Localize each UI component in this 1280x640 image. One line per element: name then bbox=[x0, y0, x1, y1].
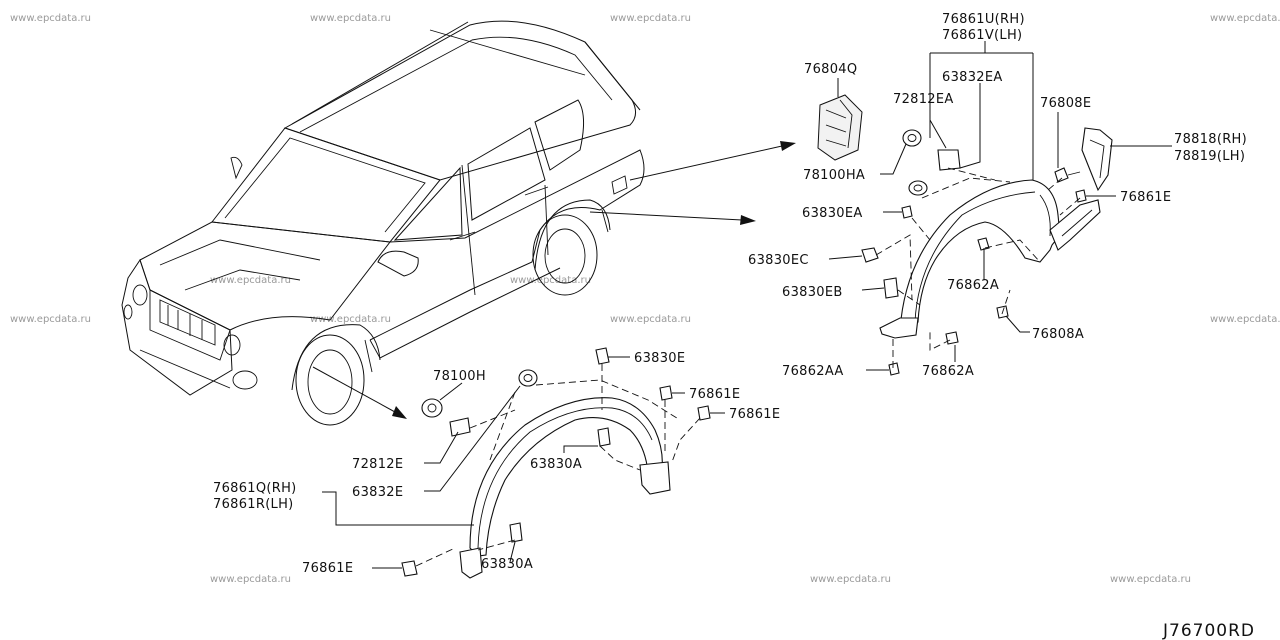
label-76861e-bottom: 76861E bbox=[302, 561, 353, 576]
vehicle-illustration bbox=[121, 20, 645, 426]
label-76861e-front-1: 76861E bbox=[689, 387, 740, 402]
label-63830ec: 63830EC bbox=[748, 253, 809, 268]
label-78819-lh: 78819(LH) bbox=[1174, 149, 1245, 164]
label-63830a-bottom: 63830A bbox=[481, 557, 533, 572]
watermark: www.epcdata.ru bbox=[510, 275, 591, 286]
part-number-labels: 76861U(RH) 76861V(LH) 76804Q 63832EA 728… bbox=[213, 12, 1247, 576]
watermark: www.epcdata.ru bbox=[210, 275, 291, 286]
watermark: www.epcdata.ru bbox=[1210, 314, 1280, 325]
front-fender-assembly bbox=[401, 347, 711, 579]
label-63830e: 63830E bbox=[634, 351, 685, 366]
label-76808e: 76808E bbox=[1040, 96, 1091, 111]
label-76861r-lh: 76861R(LH) bbox=[213, 497, 294, 512]
label-76861u-rh: 76861U(RH) bbox=[942, 12, 1025, 27]
label-76808a: 76808A bbox=[1032, 327, 1084, 342]
label-78100ha: 78100HA bbox=[803, 168, 865, 183]
label-76861e-top: 76861E bbox=[1120, 190, 1171, 205]
leader-lines bbox=[322, 41, 1172, 569]
watermark-layer: www.epcdata.ru www.epcdata.ru www.epcdat… bbox=[10, 13, 1280, 585]
watermark: www.epcdata.ru bbox=[1110, 574, 1191, 585]
watermark: www.epcdata.ru bbox=[210, 574, 291, 585]
watermark: www.epcdata.ru bbox=[310, 13, 391, 24]
label-76861v-lh: 76861V(LH) bbox=[942, 28, 1022, 43]
label-72812e: 72812E bbox=[352, 457, 403, 472]
label-63830eb: 63830EB bbox=[782, 285, 843, 300]
rear-fender-assembly bbox=[817, 94, 1113, 376]
label-78818-rh: 78818(RH) bbox=[1174, 132, 1247, 147]
watermark: www.epcdata.ru bbox=[610, 314, 691, 325]
diagram-code: J76700RD bbox=[1162, 621, 1255, 640]
label-76861e-front-2: 76861E bbox=[729, 407, 780, 422]
label-63830ea: 63830EA bbox=[802, 206, 863, 221]
label-76861q-rh: 76861Q(RH) bbox=[213, 481, 297, 496]
watermark: www.epcdata.ru bbox=[610, 13, 691, 24]
label-63832e: 63832E bbox=[352, 485, 403, 500]
label-72812ea: 72812EA bbox=[893, 92, 954, 107]
label-76804q: 76804Q bbox=[804, 62, 857, 77]
watermark: www.epcdata.ru bbox=[10, 314, 91, 325]
label-76862a-bottom: 76862A bbox=[922, 364, 974, 379]
watermark: www.epcdata.ru bbox=[810, 574, 891, 585]
label-63830a-mid: 63830A bbox=[530, 457, 582, 472]
watermark: www.epcdata.ru bbox=[10, 13, 91, 24]
pointer-arrows bbox=[312, 141, 796, 419]
watermark: www.epcdata.ru bbox=[310, 314, 391, 325]
watermark: www.epcdata.ru bbox=[1210, 13, 1280, 24]
label-78100h: 78100H bbox=[433, 369, 486, 384]
label-76862a-top: 76862A bbox=[947, 278, 999, 293]
label-76862aa: 76862AA bbox=[782, 364, 844, 379]
label-63832ea: 63832EA bbox=[942, 70, 1003, 85]
